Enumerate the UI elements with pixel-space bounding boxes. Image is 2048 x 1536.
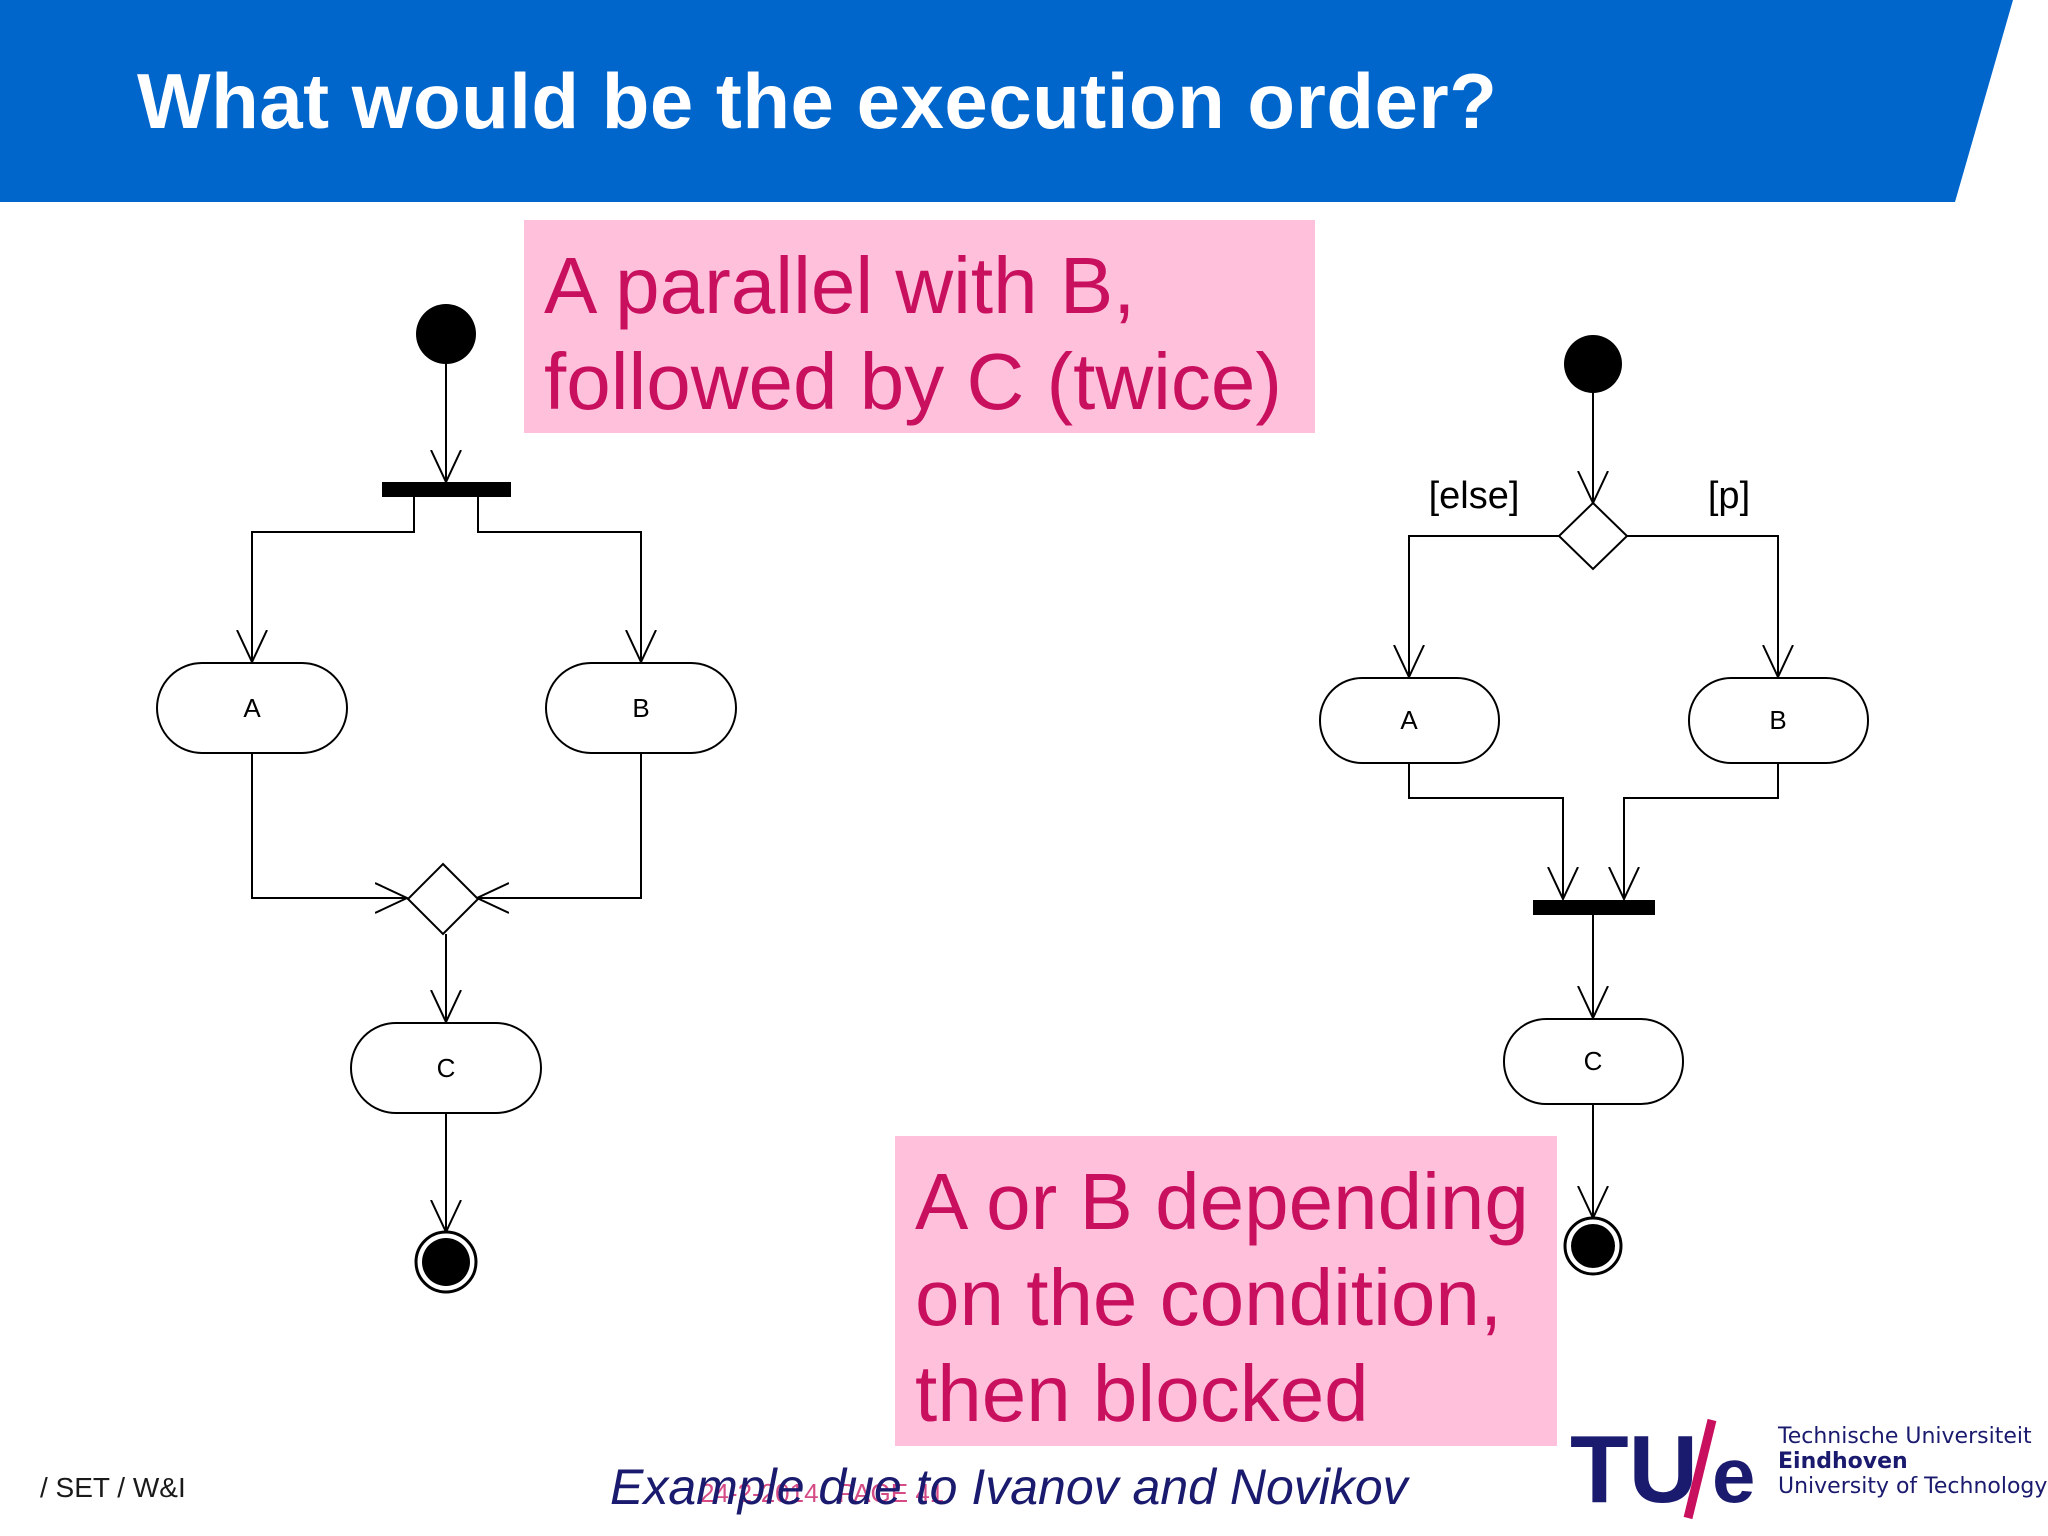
left-initial-node (416, 304, 476, 364)
right-decision-diamond (1557, 501, 1629, 571)
callout-choice-line-3: then blocked (915, 1349, 1369, 1438)
right-guard-p: [p] (1708, 475, 1750, 517)
right-final-node (1571, 1224, 1615, 1268)
callout-parallel-answer: A parallel with B, followed by C (twice) (524, 220, 1315, 433)
right-flow-b-join (1624, 763, 1779, 899)
footer-page: PAGE 41 (837, 1478, 945, 1508)
left-action-a-label: A (243, 693, 261, 723)
footer-credit: Example due to Ivanov and Novikov (610, 1459, 1408, 1515)
tue-logo-mark-tu: TU (1570, 1416, 1698, 1522)
slide-title: What would be the execution order? (137, 57, 1498, 145)
tue-logo-line-1: Technische Universiteit (1778, 1424, 2032, 1449)
right-flow-a-join (1408, 763, 1563, 899)
tue-logo-mark-e: e (1712, 1431, 1755, 1519)
tue-logo-line-2: Eindhoven (1778, 1449, 1908, 1474)
tue-logo-text: Technische Universiteit Eindhoven Univer… (1778, 1424, 2047, 1499)
left-final-node (422, 1238, 470, 1286)
footer-date-page: 24-2-2014 PAGE 41 (700, 1478, 944, 1509)
left-action-c-label: C (437, 1053, 456, 1083)
left-flow-b-merge (477, 753, 642, 898)
right-initial-node (1564, 335, 1622, 393)
tue-logo-slash (1683, 1418, 1717, 1520)
left-flow-fork-a (252, 497, 415, 662)
callout-choice-answer: A or B depending on the condition, then … (895, 1136, 1557, 1446)
left-merge-diamond (406, 862, 480, 936)
callout-choice-line-1: A or B depending (915, 1157, 1529, 1246)
tue-logo: TU e Technische Universiteit Eindhoven U… (1570, 1412, 2047, 1522)
left-action-b-label: B (632, 693, 649, 723)
right-flow-else-a (1409, 535, 1559, 677)
footer-date: 24-2-2014 (700, 1478, 819, 1508)
right-join-bar (1533, 900, 1655, 915)
title-banner (0, 0, 2013, 202)
right-flow-p-b (1627, 535, 1778, 677)
right-activity-diagram (1319, 335, 1869, 1276)
tue-logo-mark: TU e (1570, 1416, 1755, 1522)
right-action-c-label: C (1584, 1046, 1603, 1076)
left-flow-a-merge (251, 753, 407, 898)
right-action-b-label: B (1769, 705, 1786, 735)
left-fork-bar (382, 482, 511, 497)
left-activity-diagram (156, 304, 737, 1294)
tue-logo-line-3: University of Technology (1778, 1474, 2048, 1499)
footer-department: / SET / W&I (40, 1472, 186, 1503)
right-action-a-label: A (1400, 705, 1418, 735)
callout-parallel-line-1: A parallel with B, (544, 241, 1136, 330)
left-flow-fork-b (477, 497, 641, 662)
right-guard-else: [else] (1429, 475, 1520, 517)
callout-choice-line-2: on the condition, (915, 1253, 1503, 1342)
callout-parallel-line-2: followed by C (twice) (544, 337, 1283, 426)
